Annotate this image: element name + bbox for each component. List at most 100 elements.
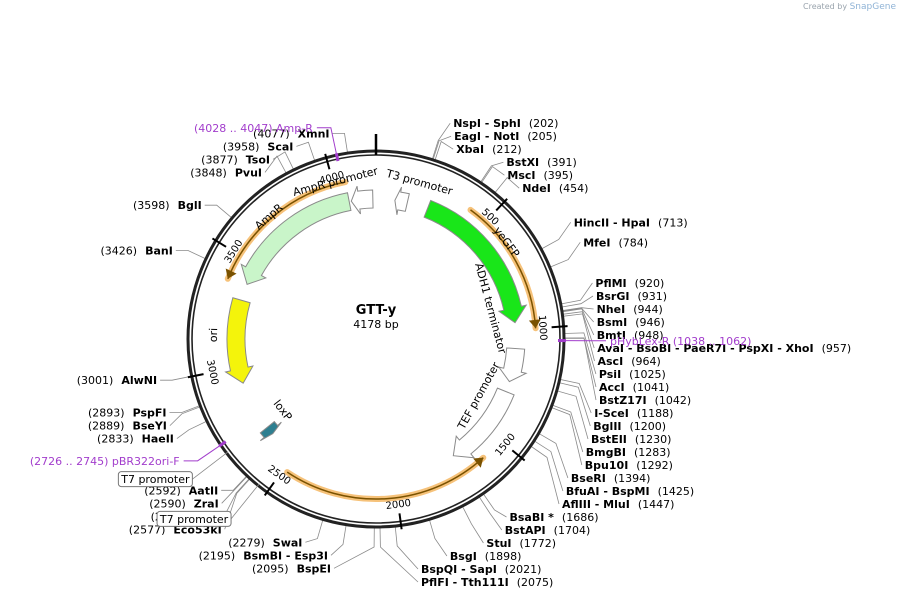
site-labels: NspI - SphI(202)EagI - NotI(205)XbaI(212… xyxy=(77,117,851,589)
site-msci-395-label[interactable]: MscI(395) xyxy=(507,169,573,182)
site-bmti-948-label[interactable]: BmtI(948) xyxy=(597,329,664,342)
site-aatii-2592-label[interactable]: (2592)AatII xyxy=(144,484,218,497)
site-zrai-2590-location: (2590) xyxy=(149,497,186,510)
site-bglii-1200-leader xyxy=(558,382,591,427)
site-bfuai-1425-location: (1425) xyxy=(658,485,695,498)
site-afliii-1447-location: (1447) xyxy=(638,498,675,511)
site-bstxi-391-location: (391) xyxy=(547,156,577,169)
site-xbai-212-location: (212) xyxy=(492,143,522,156)
site-bsmi-946-label[interactable]: BsmI(946) xyxy=(597,316,665,329)
site-bstapi-1704-label[interactable]: BstAPI(1704) xyxy=(505,524,590,537)
site-bspei-2095-leader xyxy=(333,526,375,569)
site-xmni-4077-label[interactable]: (4077)XmnI xyxy=(253,127,329,140)
site-bmti-948-name: BmtI xyxy=(597,329,626,342)
site-psii-1025-location: (1025) xyxy=(629,368,666,381)
t7-label-1[interactable]: T7 promoter xyxy=(159,513,229,526)
site-bpu10i-1292-location: (1292) xyxy=(636,459,673,472)
primer-label-1[interactable]: pHybLex-R (1038 .. 1062) xyxy=(610,335,751,348)
site-bgli-3598-leader xyxy=(204,204,233,219)
site-bsmbi-2195-label[interactable]: (2195)BsmBI - Esp3I xyxy=(199,549,328,562)
site-xmni-4077-name: XmnI xyxy=(298,127,330,140)
snapgene-brand: SnapGene xyxy=(849,2,896,12)
site-bsrgi-931-label[interactable]: BsrGI(931) xyxy=(596,290,667,303)
site-pspfi-2893-label[interactable]: (2893)PspFI xyxy=(88,407,166,420)
site-bstz17i-1042-label[interactable]: BstZ17I(1042) xyxy=(599,394,691,407)
site-zrai-2590-name: ZraI xyxy=(194,497,219,510)
orf-head-1 xyxy=(528,319,541,329)
site-bfuai-1425-label[interactable]: BfuAI - BspMI (1425) xyxy=(566,485,694,498)
site-stui-1772-leader xyxy=(461,505,484,544)
site-bseri-1394-label[interactable]: BseRI(1394) xyxy=(571,472,651,485)
site-bsrgi-931-name: BsrGI xyxy=(596,290,629,303)
tick-2000 xyxy=(398,513,403,530)
site-pflfi-2075-label[interactable]: PflFI - Tth111I(2075) xyxy=(421,576,553,589)
site-i-scei-1188-name: I-SceI xyxy=(594,407,629,420)
site-afliii-1447-label[interactable]: AflIII - MluI(1447) xyxy=(562,498,674,511)
site-bfuai-1425-name: BfuAI - BspMI xyxy=(566,485,650,498)
site-zrai-2590-label[interactable]: (2590) ZraI xyxy=(149,497,219,510)
site-haeii-2833-location: (2833) xyxy=(97,433,134,446)
site-asci-964-label[interactable]: AscI(964) xyxy=(598,355,661,368)
site-bmgbi-1283-location: (1283) xyxy=(634,446,671,459)
site-bspqi-2021-name: BspQI - SapI xyxy=(421,563,497,576)
site-bsteii-1230-label[interactable]: BstEII(1230) xyxy=(591,433,671,446)
site-stui-1772-label[interactable]: StuI(1772) xyxy=(486,537,556,550)
tick-3000 xyxy=(187,373,204,379)
site-scai-3958-label[interactable]: (3958)ScaI xyxy=(223,140,294,153)
site-nhei-944-leader xyxy=(561,307,594,312)
site-bsabi--1686-label[interactable]: BsaBI *(1686) xyxy=(510,511,599,524)
site-msci-395-leader xyxy=(480,166,505,184)
boxed-labels: T7 promoter T7 promoter xyxy=(117,451,260,527)
site-zrai-2590-leader xyxy=(221,475,248,504)
site-nspi-202-name: NspI - SphI xyxy=(453,117,521,130)
site-bspei-2095-location: (2095) xyxy=(252,562,289,575)
t7-leader-1 xyxy=(230,483,260,520)
site-bsgi-1898-label[interactable]: BsgI(1898) xyxy=(450,550,521,563)
site-bstxi-391-label[interactable]: BstXI(391) xyxy=(506,156,576,169)
site-bani-3426-location: (3426) xyxy=(100,244,137,257)
site-bstapi-1704-location: (1704) xyxy=(554,524,591,537)
site-eagi-205-label[interactable]: EagI - NotI(205) xyxy=(454,130,557,143)
site-bpu10i-1292-label[interactable]: Bpu10I(1292) xyxy=(585,459,673,472)
site-asci-964-location: (964) xyxy=(631,355,661,368)
site-mfei-784-label[interactable]: MfeI(784) xyxy=(583,236,648,249)
site-swai-2279-leader xyxy=(305,519,324,543)
site-eagi-205-location: (205) xyxy=(527,130,557,143)
site-avai-957-label[interactable]: AvaI - BsoBI - PaeR7I - PspXI - XhoI(957… xyxy=(597,342,851,355)
site-haeii-2833-label[interactable]: (2833)HaeII xyxy=(97,433,174,446)
site-pvui-3848-label[interactable]: (3848)PvuI xyxy=(190,166,262,179)
site-nspi-202-label[interactable]: NspI - SphI(202) xyxy=(453,117,558,130)
site-psii-1025-label[interactable]: PsiI(1025) xyxy=(599,368,666,381)
site-hincii-713-label[interactable]: HincII - HpaI(713) xyxy=(574,216,688,229)
site-bspei-2095-label[interactable]: (2095)BspEI xyxy=(252,562,331,575)
site-pflmi-920-label[interactable]: PflMI(920) xyxy=(595,277,664,290)
site-bseri-1394-leader xyxy=(538,432,569,479)
site-pspfi-2893-location: (2893) xyxy=(88,407,125,420)
site-bani-3426-label[interactable]: (3426)BanI xyxy=(100,244,172,257)
site-ndei-454-label[interactable]: NdeI(454) xyxy=(522,182,588,195)
site-bseyi-2889-label[interactable]: (2889)BseYI xyxy=(88,420,167,433)
site-bgli-3598-label[interactable]: (3598)BglI xyxy=(133,199,202,212)
site-alwni-3001-name: AlwNI xyxy=(121,374,157,387)
site-psii-1025-leader xyxy=(563,332,597,375)
site-nhei-944-label[interactable]: NheI(944) xyxy=(597,303,663,316)
site-alwni-3001-label[interactable]: (3001)AlwNI xyxy=(77,374,157,387)
primer-label-2[interactable]: (2726 .. 2745) pBR322ori-F xyxy=(30,455,180,468)
site-bsteii-1230-location: (1230) xyxy=(635,433,672,446)
site-nhei-944-location: (944) xyxy=(633,303,663,316)
site-i-scei-1188-leader xyxy=(559,378,592,414)
orf-arrows xyxy=(224,179,541,502)
site-acci-1041-leader xyxy=(563,337,597,388)
site-acci-1041-label[interactable]: AccI(1041) xyxy=(599,381,669,394)
site-xbai-212-label[interactable]: XbaI(212) xyxy=(456,143,521,156)
site-i-scei-1188-label[interactable]: I-SceI(1188) xyxy=(594,407,673,420)
site-tsoi-3877-label[interactable]: (3877)TsoI xyxy=(201,153,270,166)
site-bspqi-2021-label[interactable]: BspQI - SapI(2021) xyxy=(421,563,541,576)
site-bglii-1200-label[interactable]: BglII(1200) xyxy=(593,420,666,433)
site-swai-2279-location: (2279) xyxy=(228,536,265,549)
primer-label-0[interactable]: (4028 .. 4047) Amp-R xyxy=(194,122,313,135)
site-bmgbi-1283-label[interactable]: BmgBI(1283) xyxy=(586,446,671,459)
site-swai-2279-label[interactable]: (2279)SwaI xyxy=(228,536,302,549)
t7-label-0[interactable]: T7 promoter xyxy=(120,473,190,486)
feature-arrows xyxy=(224,185,528,459)
